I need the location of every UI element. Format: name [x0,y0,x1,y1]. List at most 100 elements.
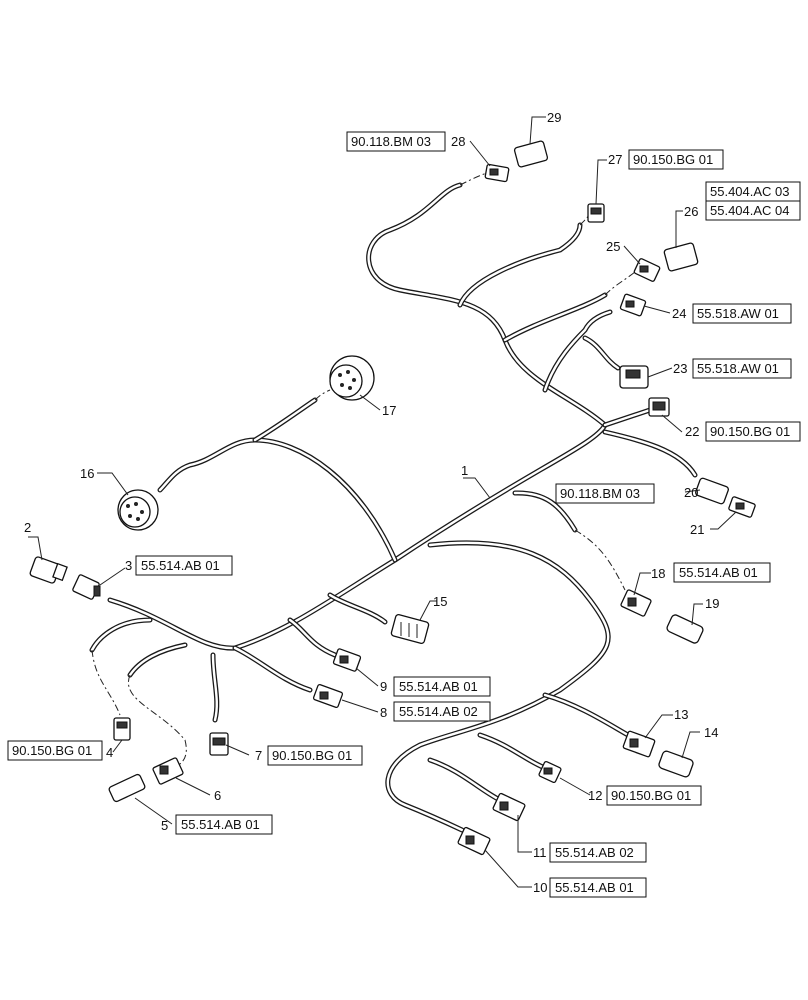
connector-28 [484,163,510,183]
callout-14: 14 [704,725,718,740]
connector-10 [457,826,491,856]
connector-25 [633,258,661,282]
svg-text:90.118.BM 03: 90.118.BM 03 [351,134,431,149]
svg-text:55.404.AC 03: 55.404.AC 03 [710,184,790,199]
callout-6: 6 [214,788,221,803]
connector-3 [72,574,101,600]
reference-4[interactable]: 90.150.BG 01 [7,740,103,761]
connector-9 [332,648,362,672]
reference-11[interactable]: 55.514.AB 02 [549,842,647,863]
reference-8[interactable]: 55.514.AB 02 [393,701,491,722]
svg-text:55.514.AB 02: 55.514.AB 02 [399,704,478,719]
svg-text:55.514.AB 01: 55.514.AB 01 [555,880,634,895]
svg-text:90.150.BG 01: 90.150.BG 01 [611,788,691,803]
connector-12 [538,760,562,784]
callout-1: 1 [461,463,468,478]
svg-text:90.150.BG 01: 90.150.BG 01 [710,424,790,439]
connector-23 [619,365,649,389]
connector-6 [152,757,184,785]
connector-18 [620,589,652,617]
callout-28: 28 [451,134,465,149]
reference-12[interactable]: 90.150.BG 01 [606,785,702,806]
connector-4 [113,717,131,741]
reference-22[interactable]: 90.150.BG 01 [705,421,801,442]
callout-numbers: 1 2 3 4 5 6 7 8 9 10 11 12 13 14 15 16 1… [24,110,719,895]
harness-dashed-extensions [91,171,636,771]
leader-lines [28,116,737,888]
callout-3: 3 [125,558,132,573]
svg-text:55.514.AB 01: 55.514.AB 01 [181,817,260,832]
connector-15 [390,613,430,645]
callout-29: 29 [547,110,561,125]
reference-20[interactable]: 90.118.BM 03 [555,483,655,504]
callout-5: 5 [161,818,168,833]
svg-text:55.514.AB 01: 55.514.AB 01 [141,558,220,573]
callout-26: 26 [684,204,698,219]
reference-27[interactable]: 90.150.BG 01 [628,149,724,170]
callout-8: 8 [380,705,387,720]
reference-10[interactable]: 55.514.AB 01 [549,877,647,898]
reference-7[interactable]: 90.150.BG 01 [267,745,363,766]
callout-18: 18 [651,566,665,581]
connector-29 [513,140,549,168]
connector-24 [619,293,647,317]
reference-23[interactable]: 55.518.AW 01 [692,358,792,379]
connector-27 [587,203,605,223]
callout-9: 9 [380,679,387,694]
reference-26a[interactable]: 55.404.AC 03 [705,181,801,202]
reference-26b[interactable]: 55.404.AC 04 [705,200,801,221]
connector-13 [622,730,656,758]
callout-13: 13 [674,707,688,722]
callout-25: 25 [606,239,620,254]
callout-21: 21 [690,522,704,537]
harness-wires [89,182,698,833]
reference-5[interactable]: 55.514.AB 01 [175,814,273,835]
connector-7 [209,732,229,756]
reference-3[interactable]: 55.514.AB 01 [135,555,233,576]
svg-text:55.514.AB 01: 55.514.AB 01 [399,679,478,694]
svg-text:55.514.AB 01: 55.514.AB 01 [679,565,758,580]
connector-19 [666,614,704,644]
connector-5 [108,773,146,803]
callout-22: 22 [685,424,699,439]
callout-17: 17 [382,403,396,418]
callout-16: 16 [80,466,94,481]
callout-15: 15 [433,594,447,609]
connector-16 [117,489,159,531]
callout-11: 11 [533,845,547,860]
svg-text:90.150.BG 01: 90.150.BG 01 [12,743,92,758]
callout-20: 20 [684,485,698,500]
svg-text:90.118.BM 03: 90.118.BM 03 [560,486,640,501]
reference-24[interactable]: 55.518.AW 01 [692,303,792,324]
connector-17 [329,355,375,401]
svg-text:55.518.AW 01: 55.518.AW 01 [697,306,779,321]
connector-26 [663,242,699,272]
callout-2: 2 [24,520,31,535]
callout-4: 4 [106,745,113,760]
callout-19: 19 [705,596,719,611]
reference-18[interactable]: 55.514.AB 01 [673,562,771,583]
connector-21 [728,496,756,518]
connector-11 [492,792,526,822]
reference-9[interactable]: 55.514.AB 01 [393,676,491,697]
callout-12: 12 [588,788,602,803]
callout-27: 27 [608,152,622,167]
callout-10: 10 [533,880,547,895]
svg-text:55.514.AB 02: 55.514.AB 02 [555,845,634,860]
svg-text:90.150.BG 01: 90.150.BG 01 [272,748,352,763]
callout-24: 24 [672,306,686,321]
connector-8 [312,683,344,709]
connector-2 [29,556,68,584]
callout-7: 7 [255,748,262,763]
connector-20 [695,477,729,505]
svg-text:90.150.BG 01: 90.150.BG 01 [633,152,713,167]
svg-text:55.518.AW 01: 55.518.AW 01 [697,361,779,376]
svg-text:55.404.AC 04: 55.404.AC 04 [710,203,790,218]
reference-boxes: 55.514.AB 01 90.150.BG 01 55.514.AB 01 9… [7,131,801,898]
reference-28[interactable]: 90.118.BM 03 [346,131,446,152]
connector-22 [648,397,670,417]
callout-23: 23 [673,361,687,376]
connector-14 [658,750,694,778]
connectors [29,140,756,856]
